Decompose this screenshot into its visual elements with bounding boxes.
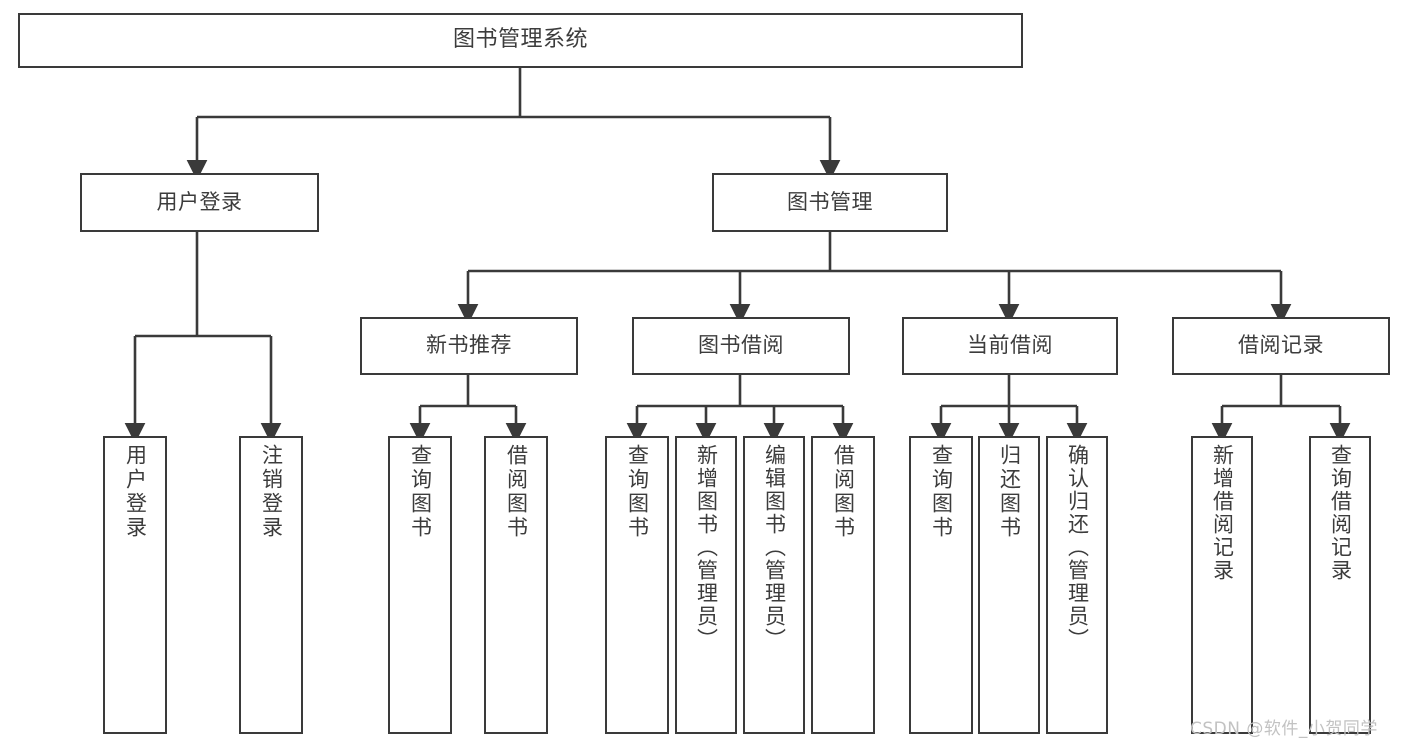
- node-leaf-confirm-return-label: 确认归还（管理员）: [1065, 444, 1090, 651]
- node-leaf-add-book-label: 新增图书（管理员）: [694, 444, 719, 651]
- node-leaf-add-record-label: 新增借阅记录: [1210, 444, 1235, 582]
- node-book-borrow[interactable]: 图书借阅: [632, 317, 850, 375]
- node-leaf-query-book-1[interactable]: 查询图书: [388, 436, 452, 734]
- node-leaf-query-book-3[interactable]: 查询图书: [909, 436, 973, 734]
- node-leaf-query-book-3-label: 查询图书: [929, 444, 954, 540]
- node-leaf-borrow-book-2[interactable]: 借阅图书: [811, 436, 875, 734]
- node-leaf-query-book-2[interactable]: 查询图书: [605, 436, 669, 734]
- node-new-book-rec[interactable]: 新书推荐: [360, 317, 578, 375]
- node-book-manage-label: 图书管理: [787, 189, 873, 214]
- node-user-login[interactable]: 用户登录: [80, 173, 319, 232]
- node-leaf-edit-book[interactable]: 编辑图书（管理员）: [743, 436, 805, 734]
- node-leaf-user-login-label: 用户登录: [123, 444, 148, 540]
- node-borrow-record-label: 借阅记录: [1238, 333, 1324, 358]
- node-new-book-rec-label: 新书推荐: [426, 333, 512, 358]
- node-leaf-query-book-1-label: 查询图书: [408, 444, 433, 540]
- node-leaf-borrow-book-1[interactable]: 借阅图书: [484, 436, 548, 734]
- node-leaf-query-book-2-label: 查询图书: [625, 444, 650, 540]
- node-leaf-return-book-label: 归还图书: [997, 444, 1022, 540]
- node-current-borrow-label: 当前借阅: [967, 333, 1053, 358]
- node-leaf-edit-book-label: 编辑图书（管理员）: [762, 444, 787, 651]
- node-book-manage[interactable]: 图书管理: [712, 173, 948, 232]
- node-user-login-label: 用户登录: [156, 189, 243, 214]
- node-borrow-record[interactable]: 借阅记录: [1172, 317, 1390, 375]
- node-leaf-borrow-book-1-label: 借阅图书: [504, 444, 529, 540]
- csdn-watermark: CSDN @软件_小贺同学: [1190, 719, 1378, 739]
- node-leaf-return-book[interactable]: 归还图书: [978, 436, 1040, 734]
- node-root[interactable]: 图书管理系统: [18, 13, 1023, 68]
- node-root-label: 图书管理系统: [452, 27, 588, 53]
- node-leaf-logout-label: 注销登录: [259, 444, 284, 540]
- node-book-borrow-label: 图书借阅: [698, 333, 784, 358]
- node-leaf-query-record[interactable]: 查询借阅记录: [1309, 436, 1371, 734]
- node-leaf-add-book[interactable]: 新增图书（管理员）: [675, 436, 737, 734]
- node-leaf-borrow-book-2-label: 借阅图书: [831, 444, 856, 540]
- node-leaf-query-record-label: 查询借阅记录: [1328, 444, 1353, 582]
- node-current-borrow[interactable]: 当前借阅: [902, 317, 1118, 375]
- node-leaf-logout[interactable]: 注销登录: [239, 436, 303, 734]
- node-leaf-confirm-return[interactable]: 确认归还（管理员）: [1046, 436, 1108, 734]
- node-leaf-add-record[interactable]: 新增借阅记录: [1191, 436, 1253, 734]
- node-leaf-user-login[interactable]: 用户登录: [103, 436, 167, 734]
